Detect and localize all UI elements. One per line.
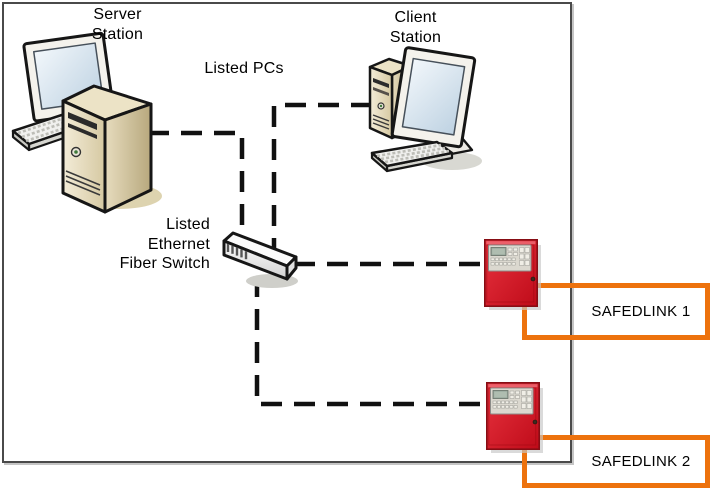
- ethernet-fiber-switch-icon: [222, 231, 298, 288]
- safedlink-2-label: SAFEDLINK 2: [591, 452, 691, 470]
- fiber-switch-label: Listed Ethernet Fiber Switch: [119, 216, 210, 272]
- switch-ports-icon: [226, 244, 248, 260]
- server-tower-icon: [61, 84, 153, 214]
- client-monitor-icon: [390, 46, 477, 149]
- listed-pcs-label: Listed PCs: [204, 60, 284, 77]
- fire-panel-1-icon: [483, 239, 542, 311]
- safedlink-2-box: [522, 435, 710, 488]
- client-keyboard-icon: [370, 140, 454, 173]
- client-station-icon: [368, 46, 482, 173]
- server-station-icon: [11, 31, 162, 214]
- network-wires: [148, 102, 488, 407]
- server-station-label: Server Station: [91, 6, 144, 43]
- wire-client-to-switch: [271, 102, 372, 248]
- safedlink-1-box: [522, 283, 710, 340]
- wire-switch-to-panel2: [254, 276, 488, 407]
- fire-panel-2-icon: [485, 381, 544, 454]
- client-station-label: Client Station: [389, 9, 442, 46]
- safedlink-1-label: SAFEDLINK 1: [591, 303, 691, 320]
